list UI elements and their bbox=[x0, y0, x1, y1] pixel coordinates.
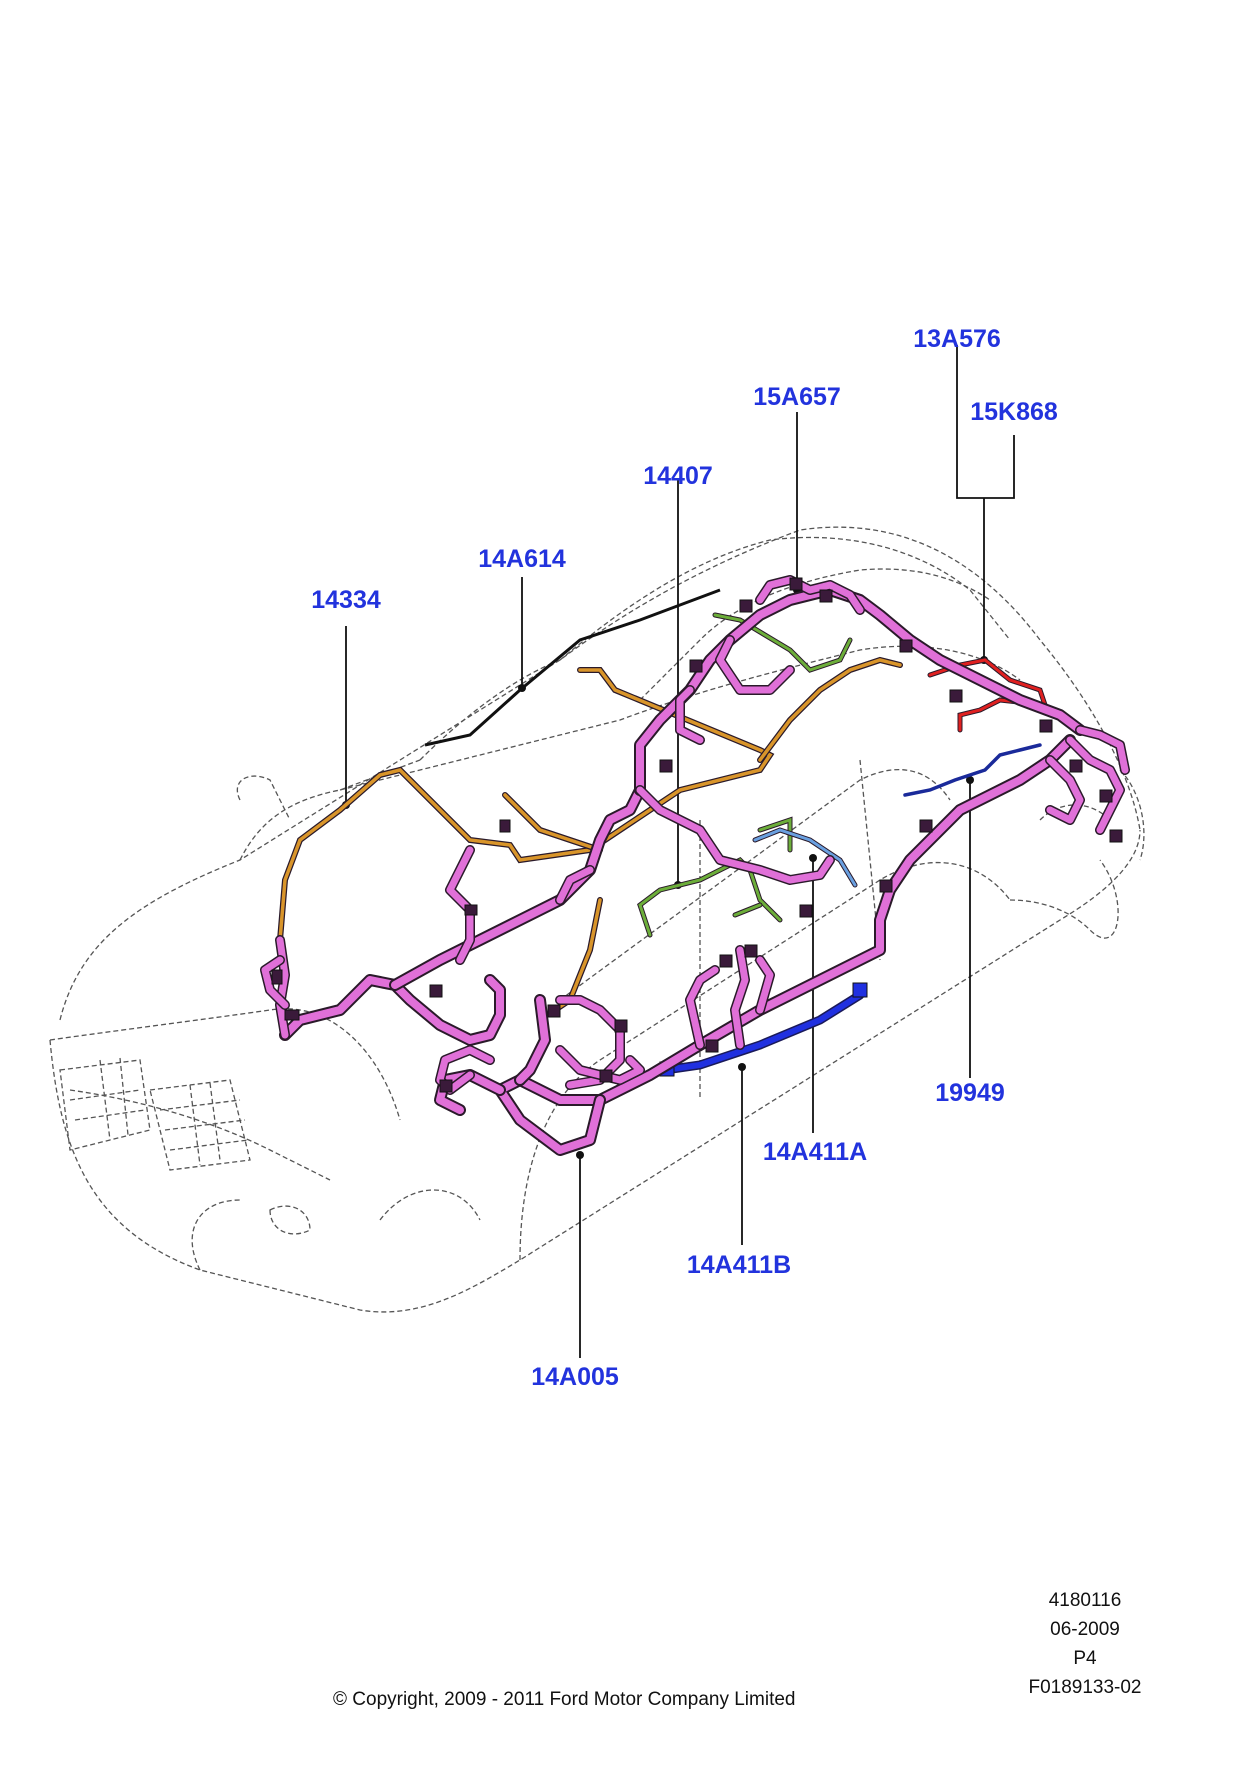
reference-number: 4180116 bbox=[1048, 1590, 1122, 1611]
copyright-notice: © Copyright, 2009 - 2011 Ford Motor Comp… bbox=[333, 1689, 796, 1710]
harness-red bbox=[927, 657, 1049, 733]
part-label-14a005: 14A005 bbox=[531, 1363, 619, 1391]
reference-page: P4 bbox=[1073, 1648, 1097, 1669]
part-label-14407: 14407 bbox=[643, 462, 713, 490]
part-label-14a614: 14A614 bbox=[478, 545, 566, 573]
harness-lightblue bbox=[752, 827, 858, 888]
part-label-14a411b: 14A411B bbox=[686, 1251, 792, 1279]
harness-main bbox=[260, 575, 1130, 1156]
part-label-15k868: 15K868 bbox=[970, 398, 1058, 426]
harness-roof-black bbox=[424, 588, 721, 747]
harness-green bbox=[637, 612, 853, 938]
part-label-14a411a: 14A411A bbox=[762, 1138, 868, 1166]
vehicle-outline bbox=[49, 526, 1145, 1313]
reference-block: 4180116 06-2009 P4 F0189133-02 bbox=[1005, 1586, 1165, 1702]
part-label-14334: 14334 bbox=[311, 586, 381, 614]
leader-13a576 bbox=[956, 345, 1015, 499]
part-label-19949: 19949 bbox=[935, 1079, 1005, 1107]
leader-lines bbox=[345, 345, 1015, 1358]
harness-orange bbox=[277, 656, 903, 1013]
reference-date: 06-2009 bbox=[1050, 1619, 1120, 1640]
part-label-13a576: 13A576 bbox=[913, 325, 1001, 353]
harness-navy bbox=[903, 743, 1042, 797]
harness-connectors bbox=[271, 577, 1123, 1093]
reference-figure-id: F0189133-02 bbox=[1028, 1677, 1142, 1698]
part-label-15a657: 15A657 bbox=[753, 383, 841, 411]
